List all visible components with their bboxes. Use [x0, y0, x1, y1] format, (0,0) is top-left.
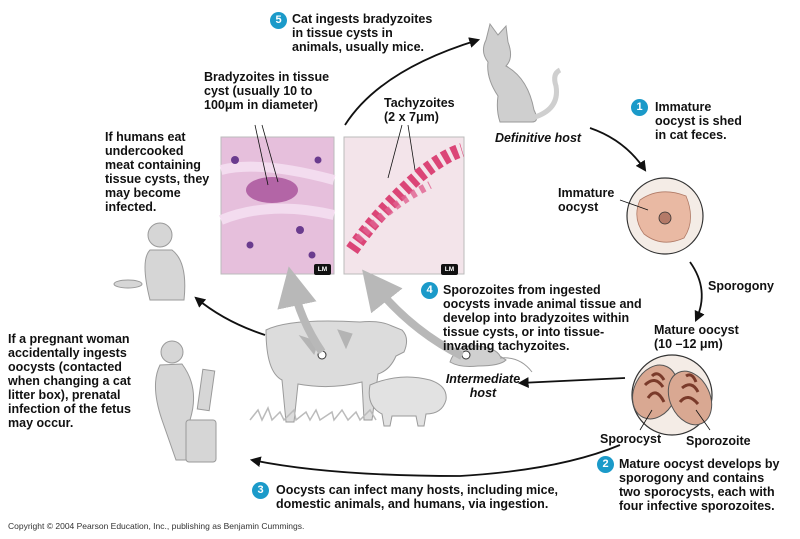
immature-oocyst-label: Immature oocyst [558, 186, 615, 214]
leader-tachyzoites [387, 124, 416, 179]
sporozoite-label: Sporozoite [686, 434, 751, 448]
step-2-text: Mature oocyst develops by sporogony and … [619, 457, 780, 513]
tachyzoites-micrograph [343, 136, 465, 275]
intermediate-host-label: Intermediate host [445, 372, 521, 400]
grass-strip [249, 406, 377, 422]
mature-oocyst-illustration [631, 354, 713, 436]
step-5-badge: 5 [270, 12, 287, 29]
human-eating-illustration [113, 222, 186, 301]
step-1-badge: 1 [631, 99, 648, 116]
arrow-to-pregnant-woman [249, 444, 621, 477]
step-3-badge: 3 [252, 482, 269, 499]
step-4-badge: 4 [421, 282, 438, 299]
pig-illustration [368, 376, 447, 427]
leader-immature-oocyst [619, 199, 649, 211]
step-4-text: Sporozoites from ingested oocysts invade… [443, 283, 642, 353]
leader-sporozoite [695, 409, 711, 431]
copyright-notice: Copyright © 2004 Pearson Education, Inc.… [8, 521, 305, 531]
tachyzoites-label: Tachyzoites (2 x 7μm) [384, 96, 455, 124]
bradyzoites-label: Bradyzoites in tissue cyst (usually 10 t… [204, 70, 330, 112]
mouse-illustration [449, 345, 533, 373]
lm-badge-bradyzoites: LM [314, 264, 331, 275]
step-3-text: Oocysts can infect many hosts, including… [276, 483, 559, 511]
lm-badge-tachyzoites: LM [441, 264, 458, 275]
arrow-sporogony [689, 261, 705, 322]
arrow-cat-to-oocyst [589, 127, 647, 172]
leader-sporocyst [639, 409, 653, 431]
immature-oocyst-illustration [626, 177, 704, 255]
humans-eat-note: If humans eat undercooked meat containin… [105, 130, 210, 214]
arrow-to-cat [344, 37, 481, 126]
pregnant-woman-illustration [155, 340, 217, 463]
sporocyst-label: Sporocyst [600, 432, 662, 446]
arrow-to-intermediate-host [517, 377, 626, 388]
definitive-host-label: Definitive host [494, 131, 582, 145]
step-5-text: Cat ingests bradyzoites in tissue cysts … [292, 12, 433, 54]
sporogony-label: Sporogony [708, 279, 774, 293]
leader-bradyzoites [254, 124, 279, 186]
arrow-to-human-eating [194, 296, 266, 336]
step-1-text: Immature oocyst is shed in cat feces. [655, 100, 742, 142]
mature-oocyst-label: Mature oocyst (10 –12 μm) [654, 323, 739, 351]
pregnant-woman-note: If a pregnant woman accidentally ingests… [8, 332, 131, 430]
step-2-badge: 2 [597, 456, 614, 473]
arrow-cow-to-bradyzoites [277, 266, 326, 355]
cat-illustration [482, 22, 562, 123]
arrow-mouse-to-tachyzoites [362, 269, 464, 360]
bradyzoites-micrograph [219, 136, 336, 275]
